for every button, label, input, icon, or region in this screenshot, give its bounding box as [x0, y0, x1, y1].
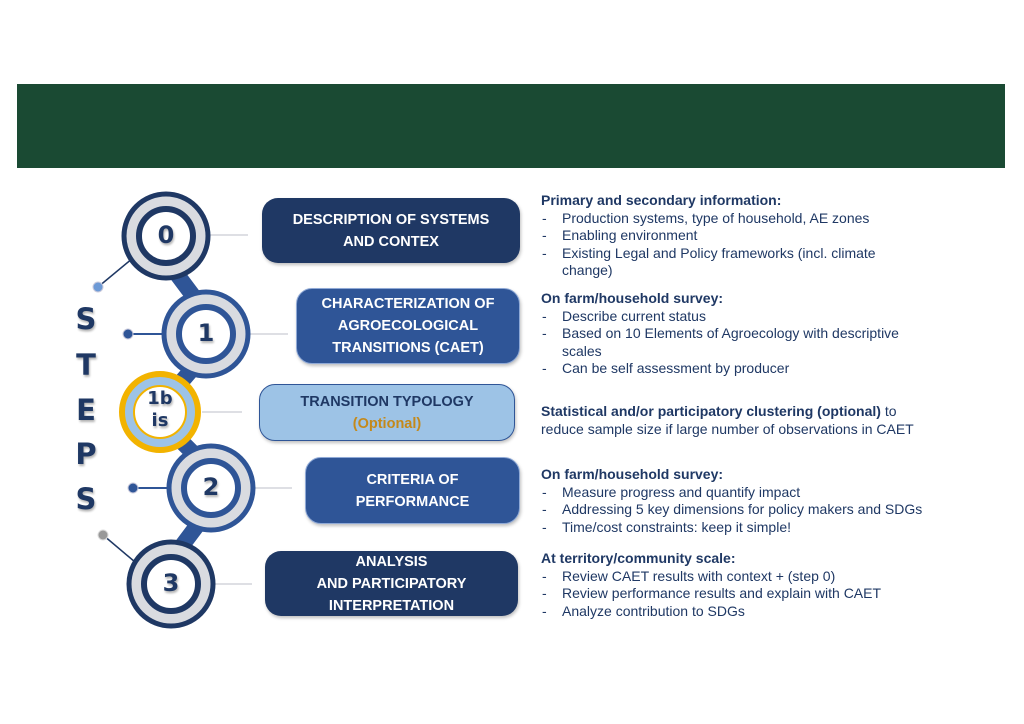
step-box-3: ANALYSIS AND PARTICIPATORY INTERPRETATIO… — [265, 551, 518, 616]
description-bullet: Review CAET results with context + (step… — [541, 568, 961, 586]
steps-letter: E — [76, 393, 96, 427]
description-bullet: Existing Legal and Policy frameworks (in… — [541, 245, 901, 280]
description-bullet: Production systems, type of household, A… — [541, 210, 901, 228]
description-bullet: Measure progress and quantify impact — [541, 484, 951, 502]
step-description-1: On farm/household survey: Describe curre… — [541, 290, 936, 378]
dot-icon — [122, 328, 134, 340]
step-title-line: CRITERIA OF — [366, 471, 459, 488]
step-box-1: CHARACTERIZATION OF AGROECOLOGICAL TRANS… — [296, 288, 520, 364]
step-box-1b: TRANSITION TYPOLOGY (Optional) — [259, 384, 515, 441]
ring-0 — [121, 191, 211, 281]
step-description-2: On farm/household survey: Measure progre… — [541, 466, 951, 536]
step-number-1b-line: 1b — [147, 388, 173, 409]
description-heading: On farm/household survey: — [541, 466, 724, 482]
step-title-line: AND CONTEX — [343, 233, 439, 250]
step-box-2: CRITERIA OF PERFORMANCE — [305, 457, 520, 524]
steps-letter: S — [75, 302, 97, 336]
header-banner — [17, 84, 1005, 168]
steps-letter: S — [75, 482, 97, 516]
step-number-1: 1 — [197, 319, 215, 347]
decor-dots — [92, 257, 170, 563]
description-text: to reduce sample size if large number of… — [541, 403, 914, 437]
step-title-line: TRANSITION TYPOLOGY — [300, 393, 474, 410]
description-bullet: Addressing 5 key dimensions for policy m… — [541, 501, 951, 519]
step-title-line: TRANSITIONS (CAET) — [332, 340, 484, 356]
description-bullet: Review performance results and explain w… — [541, 585, 961, 603]
step-number-0: 0 — [157, 221, 175, 249]
steps-letter: T — [76, 348, 96, 382]
step-number-2: 2 — [202, 473, 220, 501]
step-description-3: At territory/community scale: Review CAE… — [541, 550, 961, 620]
step-description-0: Primary and secondary information: Produ… — [541, 192, 901, 280]
leader-lines — [202, 234, 292, 585]
step-title-line: INTERPRETATION — [328, 597, 455, 614]
description-bullet: Can be self assessment by producer — [541, 360, 936, 378]
step-title-line: AGROECOLOGICAL — [337, 318, 479, 334]
step-description-1b: Statistical and/or participatory cluster… — [541, 403, 941, 438]
description-heading: Primary and secondary information: — [541, 192, 782, 208]
description-heading: At territory/community scale: — [541, 550, 736, 566]
optional-label: (Optional) — [352, 415, 422, 432]
ring-3 — [126, 539, 216, 629]
ring-1 — [161, 289, 251, 379]
ring-2 — [166, 443, 256, 533]
step-title-line: ANALYSIS — [355, 553, 428, 570]
step-number-1b: 1b is — [130, 388, 190, 432]
description-bullet: Based on 10 Elements of Agroecology with… — [541, 325, 936, 360]
step-title-line: DESCRIPTION OF SYSTEMS — [292, 211, 490, 228]
step-title-line: AND PARTICIPATORY — [316, 575, 467, 592]
step-number-1b-line: is — [151, 410, 169, 431]
description-bullet: Analyze contribution to SDGs — [541, 603, 961, 621]
step-title-line: CHARACTERIZATION OF — [321, 296, 495, 312]
dot-icon — [97, 529, 109, 541]
description-heading: Statistical and/or participatory cluster… — [541, 403, 881, 419]
description-heading: On farm/household survey: — [541, 290, 724, 306]
step-number-3: 3 — [162, 569, 180, 597]
dot-icon — [92, 281, 104, 293]
description-bullet: Describe current status — [541, 308, 936, 326]
ring-1b — [119, 371, 201, 453]
description-bullet: Enabling environment — [541, 227, 901, 245]
step-box-0: DESCRIPTION OF SYSTEMS AND CONTEX — [262, 198, 520, 263]
step-title-line: PERFORMANCE — [355, 493, 470, 510]
steps-letter: P — [75, 437, 97, 471]
dot-icon — [127, 482, 139, 494]
description-bullet: Time/cost constraints: keep it simple! — [541, 519, 951, 537]
